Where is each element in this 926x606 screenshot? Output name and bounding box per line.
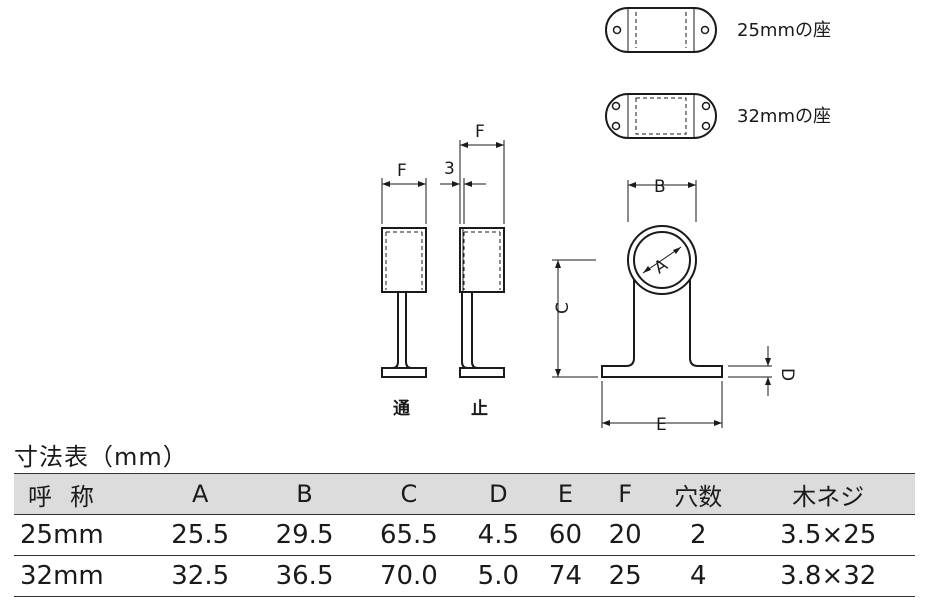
dimension-3 <box>440 178 486 224</box>
front-bracket-view <box>601 225 723 378</box>
table-row: 32mm 32.5 36.5 70.0 5.0 74 25 4 3.8×32 <box>14 555 915 597</box>
seat-25mm-label: 25mmの座 <box>737 20 831 41</box>
table-title: 寸法表（mm） <box>14 443 188 471</box>
dimension-d <box>728 346 772 396</box>
dimension-b-label: B <box>654 177 666 197</box>
table-cell: 70.0 <box>356 555 462 597</box>
table-row: 25mm 25.5 29.5 65.5 4.5 60 20 2 3.5×25 <box>14 514 915 556</box>
through-view-label: 通 <box>393 399 410 419</box>
table-cell: 32.5 <box>148 555 253 597</box>
dimension-e <box>601 381 723 428</box>
dimension-3-label: 3 <box>444 159 455 179</box>
dimension-f2-label: F <box>475 122 485 142</box>
dimension-c-label: C <box>553 302 573 314</box>
dimension-table: 呼称 A B C D E F 穴数 木ネジ 25mm 25.5 29.5 65.… <box>14 473 915 597</box>
table-cell: 60 <box>535 514 596 556</box>
table-cell: 25.5 <box>148 514 253 556</box>
seat-32mm-label: 32mmの座 <box>737 106 831 127</box>
header-cell: B <box>252 473 357 515</box>
header-cell: E <box>535 473 596 515</box>
dimension-b <box>627 180 697 222</box>
table-cell: 4.5 <box>461 514 536 556</box>
table-cell: 3.5×25 <box>741 514 915 556</box>
table-cell: 20 <box>595 514 655 556</box>
table-cell: 5.0 <box>461 555 536 597</box>
dimension-d-label: D <box>777 368 797 381</box>
table-cell: 2 <box>654 514 742 556</box>
dimension-f-stop <box>459 140 505 224</box>
dimension-c <box>552 259 598 378</box>
table-cell: 29.5 <box>252 514 357 556</box>
table-cell: 32mm <box>14 555 148 597</box>
header-cell: 穴数 <box>654 473 742 515</box>
dimension-f-through <box>381 178 427 224</box>
table-header-row: 呼称 A B C D E F 穴数 木ネジ <box>14 473 915 515</box>
seat-32mm-plate <box>605 93 717 139</box>
technical-drawing: 25mmの座 32mmの座 F <box>381 7 831 435</box>
header-cell: 木ネジ <box>741 473 915 515</box>
table-cell: 4 <box>654 555 742 597</box>
stop-bracket-view <box>459 227 505 378</box>
table-cell: 65.5 <box>356 514 462 556</box>
header-cell: A <box>148 473 253 515</box>
table-cell: 36.5 <box>252 555 357 597</box>
seat-25mm-plate <box>605 7 717 53</box>
through-bracket-view <box>381 227 427 378</box>
table-cell: 3.8×32 <box>741 555 915 597</box>
table-cell: 25mm <box>14 514 148 556</box>
dimension-e-label: E <box>656 415 667 435</box>
header-cell: D <box>461 473 536 515</box>
dimension-f-label: F <box>397 161 407 181</box>
header-cell: F <box>595 473 655 515</box>
stop-view-label: 止 <box>471 398 488 419</box>
header-cell: 呼称 <box>14 473 148 515</box>
table-cell: 74 <box>535 555 596 597</box>
table-cell: 25 <box>595 555 655 597</box>
header-cell: C <box>356 473 462 515</box>
